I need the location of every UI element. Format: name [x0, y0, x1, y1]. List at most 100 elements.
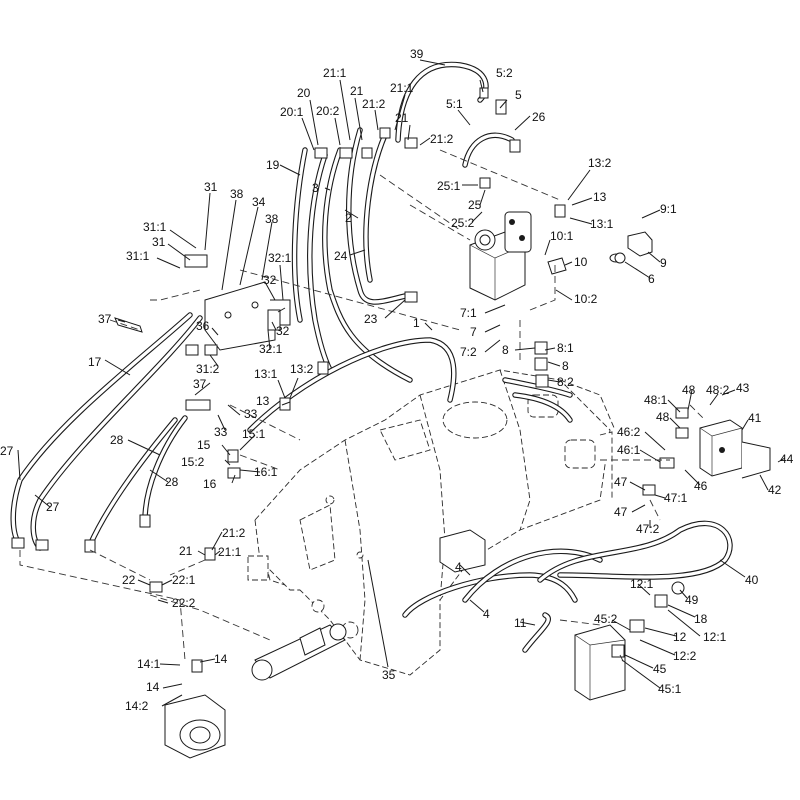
callout-label: 12:1	[630, 577, 654, 591]
callout-label: 7:1	[460, 306, 477, 320]
leader-lines	[17, 59, 786, 707]
callout-label: 13	[593, 190, 607, 204]
callout-label: 22:1	[172, 573, 196, 587]
callout-label: 38	[230, 187, 244, 201]
callout-label: 13:1	[254, 367, 278, 381]
callout-label: 47:1	[664, 491, 688, 505]
callout-label: 37	[193, 377, 207, 391]
callout-label: 15:1	[242, 427, 266, 441]
callout-label: 10	[574, 255, 588, 269]
callout-label: 21	[350, 84, 364, 98]
callout-label: 28	[110, 433, 124, 447]
callout-label: 5:1	[446, 97, 463, 111]
callout-label: 45	[653, 662, 667, 676]
callout-label: 27	[0, 444, 14, 458]
callout-label: 10:2	[574, 292, 598, 306]
callout-label: 27	[46, 500, 60, 514]
loader-frame	[247, 369, 616, 676]
callout-label: 15	[197, 438, 211, 452]
callout-label: 5:2	[496, 66, 513, 80]
callout-label: 33	[214, 425, 228, 439]
callout-label: 46	[694, 479, 708, 493]
callout-labels: 39 5:2 5:1 5 21:1 21 21:1 20 20:2 21:2 2…	[0, 47, 794, 713]
callout-label: 48	[656, 410, 670, 424]
callout-label: 18	[694, 612, 708, 626]
callout-label: 12:2	[673, 649, 697, 663]
callout-label: 31	[204, 180, 218, 194]
callout-label: 21:1	[323, 66, 347, 80]
callout-label: 47:2	[636, 522, 660, 536]
callout-label: 47	[614, 475, 628, 489]
callout-label: 2	[345, 211, 352, 225]
callout-label: 43	[736, 381, 750, 395]
callout-label: 13:1	[590, 217, 614, 231]
callout-label: 36	[196, 319, 210, 333]
callout-label: 31	[152, 235, 166, 249]
callout-label: 32	[276, 324, 290, 338]
callout-label: 12	[673, 630, 687, 644]
callout-label: 14	[214, 652, 228, 666]
callout-label: 7	[470, 325, 477, 339]
callout-label: 26	[532, 110, 546, 124]
callout-label: 22	[122, 573, 136, 587]
callout-label: 12:1	[703, 630, 727, 644]
callout-label: 20:2	[316, 104, 340, 118]
callout-label: 46:1	[617, 443, 641, 457]
callout-label: 7:2	[460, 345, 477, 359]
callout-label: 19	[266, 158, 280, 172]
callout-label: 34	[252, 195, 266, 209]
callout-label: 21	[395, 111, 409, 125]
callout-label: 4	[483, 607, 490, 621]
callout-label: 28	[165, 475, 179, 489]
callout-label: 9:1	[660, 202, 677, 216]
callout-label: 9	[660, 256, 667, 270]
callout-label: 31:1	[143, 220, 167, 234]
callout-label: 21:1	[218, 545, 242, 559]
callout-label: 32:1	[259, 342, 283, 356]
callout-label: 16:1	[254, 465, 278, 479]
callout-label: 16	[203, 477, 217, 491]
callout-label: 33	[244, 407, 258, 421]
callout-label: 5	[515, 88, 522, 102]
callout-label: 42	[768, 483, 782, 497]
callout-label: 8	[562, 359, 569, 373]
callout-label: 8:2	[557, 375, 574, 389]
callout-label: 25:2	[451, 216, 475, 230]
callout-label: 48:2	[706, 383, 730, 397]
callout-label: 37	[98, 312, 112, 326]
callout-label: 8:1	[557, 341, 574, 355]
callout-label: 20:1	[280, 105, 304, 119]
components	[11, 87, 771, 759]
callout-label: 32:1	[268, 251, 292, 265]
callout-label: 25	[468, 198, 482, 212]
callout-label: 14	[146, 680, 160, 694]
callout-label: 14:1	[137, 657, 161, 671]
callout-label: 21:1	[390, 81, 414, 95]
callout-label: 21:2	[362, 97, 386, 111]
callout-label: 20	[297, 86, 311, 100]
callout-label: 40	[745, 573, 759, 587]
callout-label: 22:2	[172, 596, 196, 610]
callout-label: 23	[364, 312, 378, 326]
callout-label: 10:1	[550, 229, 574, 243]
callout-label: 21:2	[430, 132, 454, 146]
callout-label: 41	[748, 411, 762, 425]
callout-label: 48:1	[644, 393, 668, 407]
callout-label: 31:2	[196, 362, 220, 376]
callout-label: 11	[514, 616, 527, 630]
callout-label: 45:1	[658, 682, 682, 696]
callout-label: 21	[179, 544, 193, 558]
callout-label: 13:2	[290, 362, 314, 376]
callout-label: 21:2	[222, 526, 246, 540]
callout-label: 44	[780, 452, 794, 466]
callout-label: 46:2	[617, 425, 641, 439]
callout-label: 6	[648, 272, 655, 286]
callout-label: 17	[88, 355, 102, 369]
callout-label: 47	[614, 505, 628, 519]
callout-label: 13:2	[588, 156, 612, 170]
callout-label: 38	[265, 212, 279, 226]
callout-label: 31:1	[126, 249, 150, 263]
callout-label: 15:2	[181, 455, 205, 469]
callout-label: 14:2	[125, 699, 149, 713]
